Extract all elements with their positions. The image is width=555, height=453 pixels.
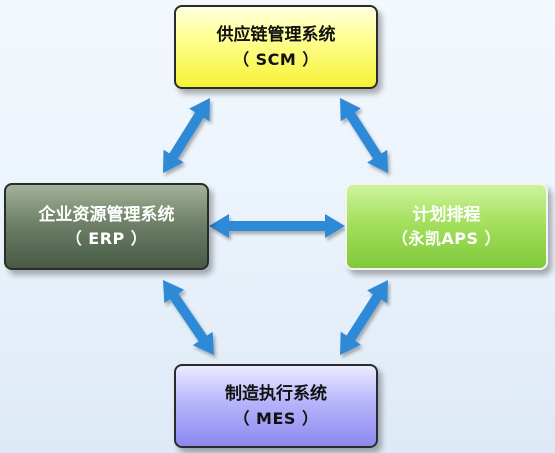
arrow-erp-mes bbox=[163, 280, 214, 355]
aps-node: 计划排程 （永凯APS ） bbox=[345, 183, 548, 270]
scm-title: 供应链管理系统 bbox=[216, 25, 336, 46]
mes-node: 制造执行系统 （ MES ） bbox=[174, 364, 378, 448]
scm-node: 供应链管理系统 （ SCM ） bbox=[174, 5, 378, 89]
arrow-aps-mes bbox=[340, 280, 388, 355]
arrow-scm-erp bbox=[163, 98, 210, 173]
aps-title: 计划排程 bbox=[412, 204, 481, 225]
mes-title: 制造执行系统 bbox=[225, 384, 327, 405]
arrow-erp-aps bbox=[209, 214, 345, 238]
arrow-scm-aps bbox=[340, 98, 388, 173]
scm-abbr: （ SCM ） bbox=[233, 49, 319, 69]
aps-abbr: （永凯APS ） bbox=[391, 229, 502, 249]
erp-node: 企业资源管理系统 （ ERP ） bbox=[4, 183, 209, 270]
erp-title: 企业资源管理系统 bbox=[38, 204, 175, 225]
erp-abbr: （ ERP ） bbox=[65, 229, 148, 249]
mes-abbr: （ MES ） bbox=[233, 408, 319, 428]
